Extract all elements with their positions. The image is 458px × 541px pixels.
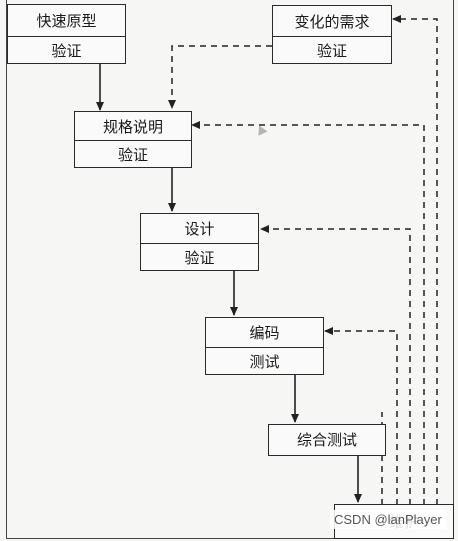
specification-title: 规格说明 [102,117,163,136]
integration-test-title: 综合测试 [296,431,357,449]
diagram-frame [6,0,454,539]
coding-box: 编码 测试 [205,317,324,375]
dashed-maintenance-to-design [260,225,411,505]
dashed-maintenance-to-coding [324,327,398,505]
prototype-title: 快速原型 [36,12,97,30]
dashed-maintenance-to-spec [191,121,425,505]
dashed-changes-to-spec [168,45,272,109]
design-title: 设计 [184,220,215,238]
coding-title: 编码 [249,324,280,342]
dashed-maintenance-to-changes [392,15,438,505]
changing-requirements-box: 变化的需求 验证 [272,5,392,64]
changing-requirements-title: 变化的需求 [294,12,370,31]
changing-requirements-verify: 验证 [273,36,391,63]
design-box: 设计 验证 [140,213,259,271]
coding-test: 测试 [206,347,323,374]
prototype-box: 快速原型 验证 [7,4,126,64]
integration-test-box: 综合测试 [268,424,386,456]
specification-box: 规格说明 验证 [74,111,192,168]
specification-verify: 验证 [75,140,191,167]
prototype-verify: 验证 [8,36,125,63]
design-verify: 验证 [141,243,258,270]
watermark: CSDN @lanPlayer [330,510,446,529]
